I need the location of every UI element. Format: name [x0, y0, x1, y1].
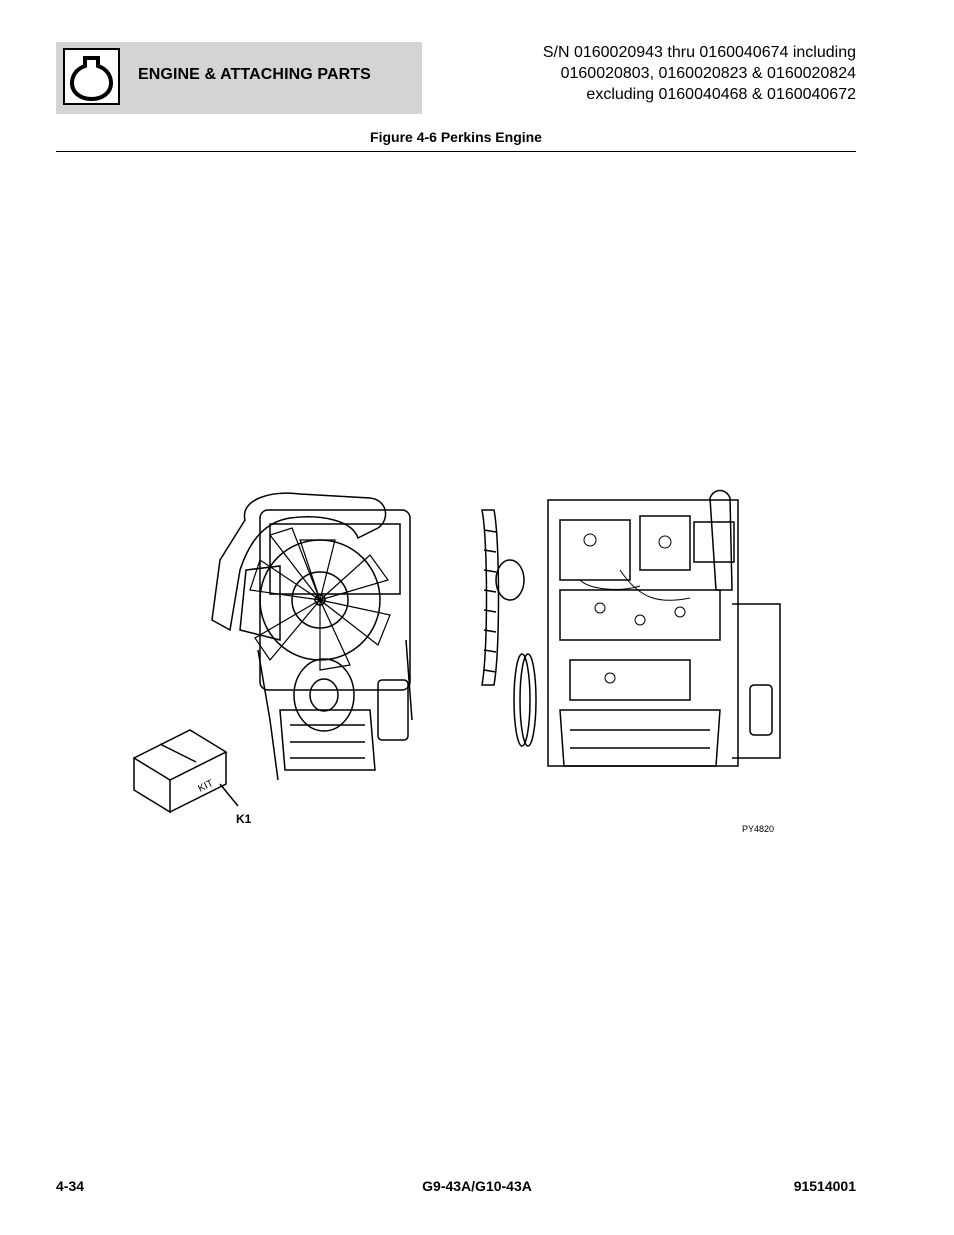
- kit-box: KIT: [132, 729, 239, 814]
- callout-label: K1: [236, 812, 252, 826]
- figure-caption: Figure 4-6 Perkins Engine: [370, 129, 542, 145]
- engine-front-view: [211, 492, 413, 781]
- serial-number-range: S/N 0160020943 thru 0160040674 including…: [543, 42, 856, 105]
- engine-side-view: [481, 489, 781, 767]
- section-title: ENGINE & ATTACHING PARTS: [138, 66, 371, 83]
- page-number: 4-34: [56, 1178, 85, 1194]
- serial-line: excluding 0160040468 & 0160040672: [586, 86, 856, 103]
- engine-icon: [63, 48, 120, 105]
- figure-code: PY4820: [742, 824, 775, 834]
- serial-line: S/N 0160020943 thru 0160040674 including: [542, 44, 856, 61]
- kit-label: KIT: [196, 778, 215, 795]
- engine-figure: KIT: [120, 480, 800, 840]
- serial-line: 0160020803, 0160020823 & 0160020824: [560, 65, 856, 82]
- header-divider: [56, 151, 856, 152]
- section-tab: ENGINE & ATTACHING PARTS: [56, 42, 422, 114]
- model-number: G9-43A/G10-43A: [422, 1178, 532, 1194]
- document-number: 91514001: [793, 1178, 856, 1194]
